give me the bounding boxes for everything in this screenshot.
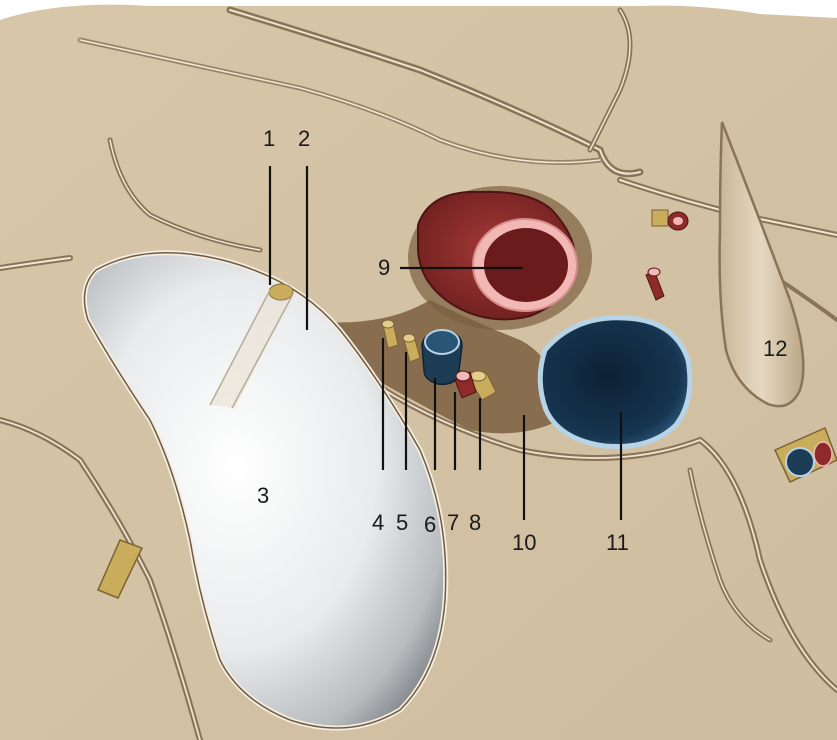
label-1: 1 bbox=[263, 126, 275, 151]
label-10: 10 bbox=[512, 530, 536, 555]
label-4: 4 bbox=[372, 510, 384, 535]
label-5: 5 bbox=[396, 510, 408, 535]
label-7: 7 bbox=[447, 510, 459, 535]
carotid-artery bbox=[408, 186, 592, 330]
label-8: 8 bbox=[469, 510, 481, 535]
label-11: 11 bbox=[606, 530, 629, 555]
label-3: 3 bbox=[257, 483, 269, 508]
label-2: 2 bbox=[298, 126, 310, 151]
label-12: 12 bbox=[763, 336, 787, 361]
label-9: 9 bbox=[378, 255, 390, 280]
label-6: 6 bbox=[424, 512, 436, 537]
venous-sinus bbox=[540, 318, 690, 447]
